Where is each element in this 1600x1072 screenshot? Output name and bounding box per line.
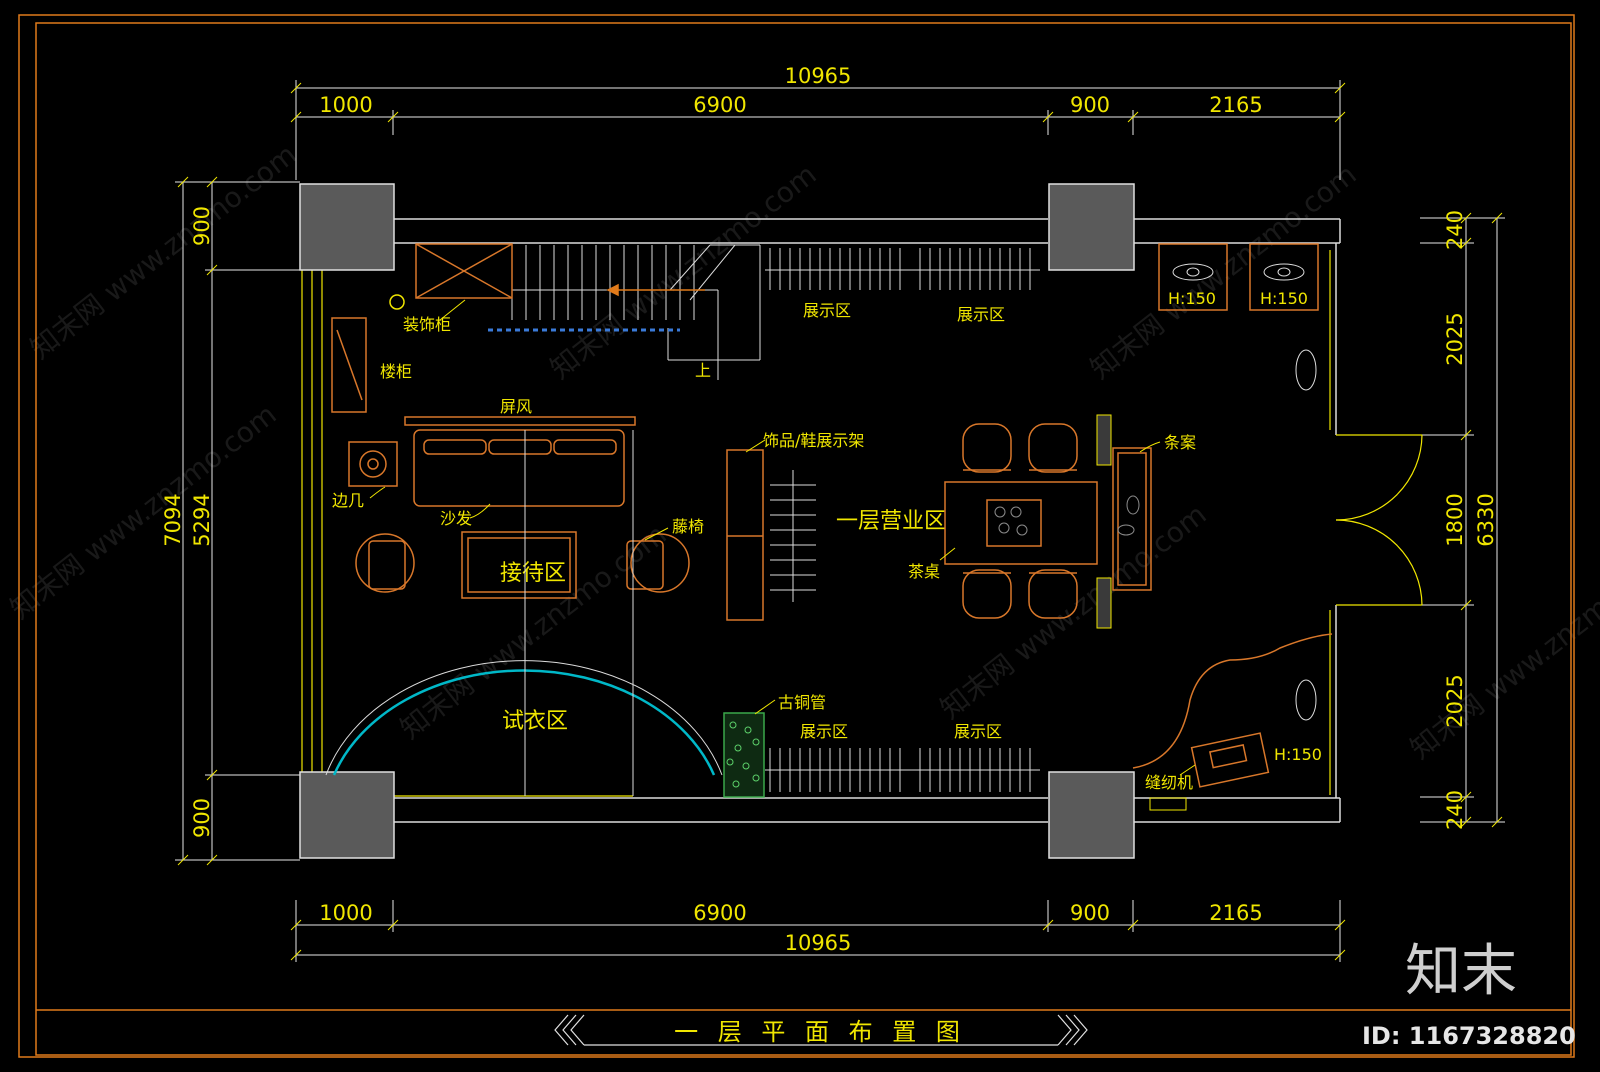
tea-chairs bbox=[962, 423, 1078, 619]
leader-line bbox=[1179, 764, 1196, 776]
shoe-rack bbox=[770, 470, 816, 602]
leader-line bbox=[745, 439, 766, 453]
display-item-icons bbox=[1172, 263, 1317, 721]
dimension-bottom-4: 2165 bbox=[1209, 901, 1262, 925]
bamboo-label: 古铜管 bbox=[778, 693, 826, 712]
niche-height-label-1: H:150 bbox=[1168, 289, 1216, 308]
bottom-dimensions bbox=[290, 900, 1346, 962]
stair-cabinet-label: 楼柜 bbox=[380, 362, 412, 381]
dimension-right-outer: 6330 bbox=[1474, 493, 1498, 546]
side-stands bbox=[1096, 414, 1112, 629]
lamp-icon bbox=[389, 294, 405, 310]
right-dimensions bbox=[1420, 212, 1505, 828]
decor-cabinet bbox=[415, 243, 513, 299]
screen-label: 屏风 bbox=[500, 397, 532, 416]
walls bbox=[393, 218, 1341, 823]
leader-line bbox=[369, 486, 386, 499]
business-area-label: 一层营业区 bbox=[836, 509, 946, 534]
display-niche-2 bbox=[1249, 243, 1319, 311]
dimension-top-3: 900 bbox=[1070, 93, 1110, 117]
dimension-right-4: 2025 bbox=[1443, 674, 1467, 727]
screen-partition bbox=[404, 416, 636, 426]
top-dimensions bbox=[290, 80, 1346, 180]
display-area-top-2: 展示区 bbox=[957, 305, 1005, 324]
dimension-right-2: 2025 bbox=[1443, 312, 1467, 365]
sofa-label: 沙发 bbox=[440, 509, 472, 528]
leader-line bbox=[439, 299, 466, 321]
fitting-area-curtain bbox=[325, 430, 723, 796]
dimension-bottom-2: 6900 bbox=[693, 901, 746, 925]
drawing-title: 一 层 平 面 布 置 图 bbox=[674, 1018, 966, 1046]
display-niche-1 bbox=[1158, 243, 1228, 311]
curved-display-counter bbox=[1132, 633, 1333, 769]
structural-columns bbox=[299, 183, 1135, 859]
drawing-frame bbox=[18, 14, 1575, 1058]
image-id: ID: 1167328820 bbox=[1362, 1022, 1576, 1050]
display-area-bottom-1: 展示区 bbox=[800, 722, 848, 741]
entrance-door bbox=[1335, 434, 1423, 606]
fitting-area-label: 试衣区 bbox=[502, 709, 568, 734]
tea-table-label: 茶桌 bbox=[908, 562, 940, 581]
rattan-chair-left bbox=[355, 533, 415, 593]
reception-area-label: 接待区 bbox=[500, 561, 566, 586]
dimension-left-top: 900 bbox=[190, 206, 214, 246]
sofa bbox=[413, 429, 625, 507]
display-rack-bottom bbox=[765, 748, 1040, 792]
dimension-top-2: 6900 bbox=[693, 93, 746, 117]
dimension-left-outer: 7094 bbox=[161, 493, 185, 546]
accessory-shelf bbox=[726, 449, 764, 621]
tea-table bbox=[944, 481, 1098, 565]
long-table bbox=[1112, 447, 1152, 591]
sewing-height-label: H:150 bbox=[1274, 745, 1322, 764]
accessory-shelf-label: 饰品/鞋展示架 bbox=[763, 431, 864, 450]
leader-line bbox=[469, 503, 491, 519]
leader-line bbox=[1139, 441, 1161, 453]
display-area-top-1: 展示区 bbox=[803, 301, 851, 320]
rattan-chair-label: 藤椅 bbox=[672, 517, 704, 536]
dimension-right-3: 1800 bbox=[1443, 493, 1467, 546]
dimension-bottom-total: 10965 bbox=[785, 931, 852, 955]
display-area-bottom-2: 展示区 bbox=[954, 722, 1002, 741]
dimension-bottom-3: 900 bbox=[1070, 901, 1110, 925]
dimension-right-5: 240 bbox=[1443, 790, 1467, 830]
dimension-left-inner: 5294 bbox=[190, 493, 214, 546]
leader-line bbox=[754, 699, 776, 715]
title-bar-chevrons bbox=[554, 1014, 1088, 1046]
sewing-machine bbox=[1190, 732, 1270, 788]
dimension-right-1: 240 bbox=[1443, 210, 1467, 250]
display-rack-top bbox=[765, 248, 1040, 290]
stair-arrow bbox=[606, 283, 705, 297]
tea-set bbox=[994, 506, 1028, 536]
floor-marker bbox=[1149, 797, 1187, 811]
dimension-left-bottom: 900 bbox=[190, 798, 214, 838]
niche-height-label-2: H:150 bbox=[1260, 289, 1308, 308]
bamboo-planter bbox=[723, 712, 765, 798]
stair-cabinet bbox=[331, 317, 367, 413]
dimension-top-4: 2165 bbox=[1209, 93, 1262, 117]
rattan-chair-right bbox=[626, 533, 690, 593]
brand-logo: 知末 bbox=[1405, 939, 1517, 1004]
sewing-machine-label: 缝纫机 bbox=[1145, 773, 1193, 792]
long-table-label: 条案 bbox=[1164, 433, 1196, 452]
left-dimensions bbox=[175, 176, 300, 866]
decor-cabinet-label: 装饰柜 bbox=[403, 315, 451, 334]
leader-line bbox=[644, 527, 669, 541]
side-table-label: 边几 bbox=[332, 491, 364, 510]
stair-up-label: 上 bbox=[695, 361, 711, 380]
reception-table bbox=[461, 531, 577, 599]
long-table-decor bbox=[1117, 495, 1140, 536]
dimension-bottom-1: 1000 bbox=[319, 901, 372, 925]
left-wall-glazing bbox=[301, 250, 1331, 797]
dimension-top-1: 1000 bbox=[319, 93, 372, 117]
leader-line bbox=[939, 547, 956, 561]
dimension-top-total: 10965 bbox=[785, 64, 852, 88]
side-table bbox=[348, 441, 398, 487]
